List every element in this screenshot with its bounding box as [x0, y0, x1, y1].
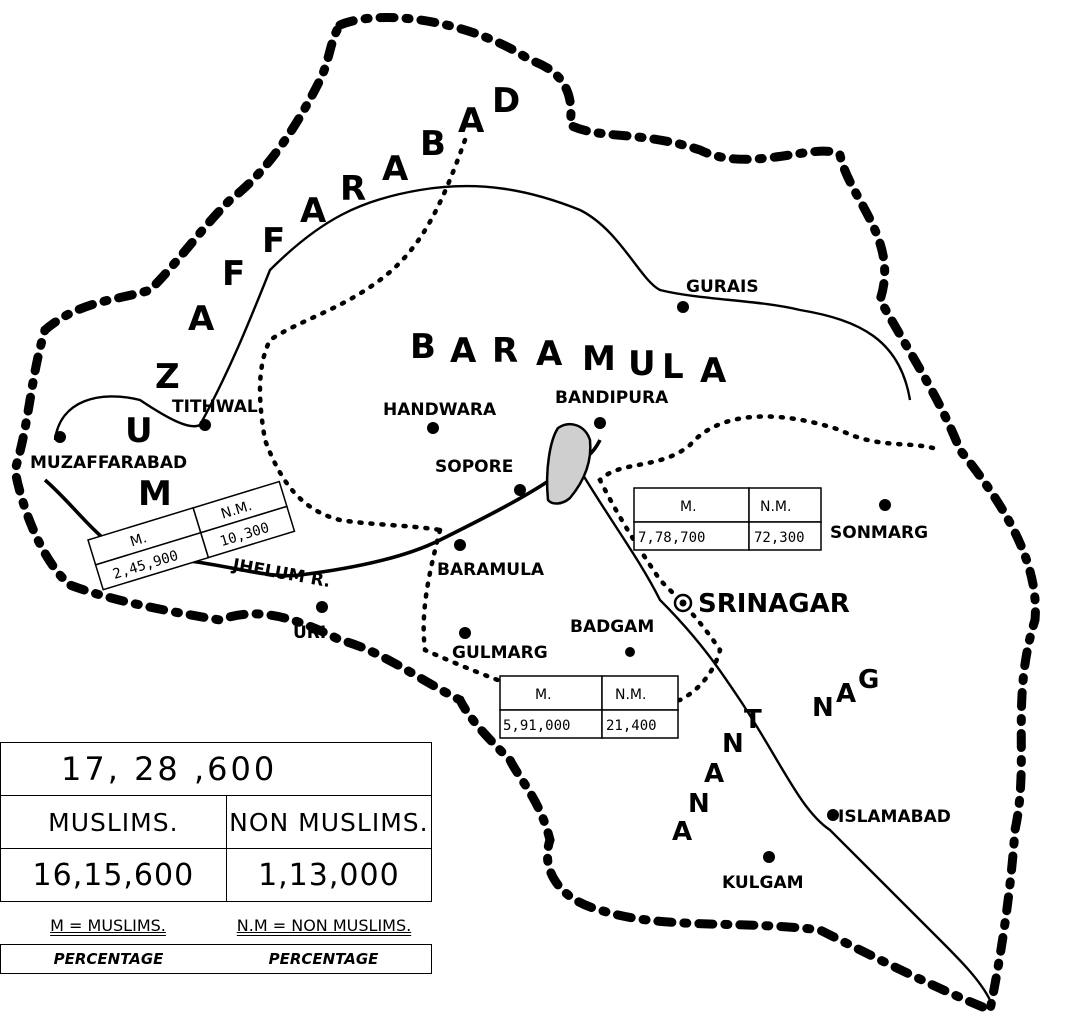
population-summary-legend: 17, 28 ,600 MUSLIMS. NON MUSLIMS. 16,15,… [0, 742, 432, 974]
svg-text:M.: M. [680, 499, 697, 515]
town-marker-sonmarg [879, 499, 891, 511]
legend-percentage-nm: PERCENTAGE [268, 950, 379, 968]
town-marker-baramula [454, 539, 466, 551]
svg-text:T: T [744, 705, 762, 735]
svg-text:A: A [188, 299, 215, 339]
svg-text:U: U [125, 411, 153, 451]
town-label-tithwal: TITHWAL [172, 397, 258, 417]
svg-text:Z: Z [155, 357, 180, 397]
svg-text:G: G [858, 665, 879, 695]
svg-text:M.: M. [535, 687, 552, 703]
svg-text:A: A [700, 351, 727, 391]
svg-text:A: A [382, 149, 409, 189]
town-label-badgam: BADGAM [570, 617, 654, 637]
legend-header-row: MUSLIMS. NON MUSLIMS. [0, 796, 432, 849]
town-marker-bandipura [594, 417, 606, 429]
svg-text:N.M.: N.M. [760, 499, 791, 515]
legend-nm-abbreviation: N.M = NON MUSLIMS. [236, 916, 412, 935]
legend-non-muslims-value: 1,13,000 [225, 849, 431, 901]
town-marker-badgam [625, 647, 635, 657]
svg-text:A: A [672, 817, 692, 847]
legend-percentage-row: PERCENTAGE PERCENTAGE [0, 944, 432, 974]
town-label-bandipura: BANDIPURA [555, 388, 669, 408]
wular-lake [545, 423, 592, 505]
svg-text:5,91,000: 5,91,000 [503, 718, 570, 734]
svg-text:A: A [300, 191, 327, 231]
svg-text:A: A [458, 101, 485, 141]
legend-muslims-value: 16,15,600 [32, 857, 195, 893]
svg-text:A: A [704, 759, 724, 789]
muzaffarabad-baramula-border [257, 137, 468, 533]
town-label-kulgam: KULGAM [722, 873, 804, 893]
population-box-anantnag: M. N.M. 5,91,000 21,400 [499, 675, 679, 739]
town-label-muzaffarabad: MUZAFFARABAD [30, 453, 187, 473]
town-label-gurais: GURAIS [686, 277, 759, 297]
town-marker-gurais [677, 301, 689, 313]
svg-text:F: F [222, 254, 245, 294]
population-box-baramula: M. N.M. 7,78,700 72,300 [633, 487, 822, 551]
town-label-gulmarg: GULMARG [452, 643, 548, 663]
legend-total-row: 17, 28 ,600 [0, 742, 432, 796]
town-marker-tithwal [199, 419, 211, 431]
svg-text:F: F [262, 221, 285, 261]
svg-text:U: U [628, 344, 656, 384]
legend-values-row: 16,15,600 1,13,000 [0, 849, 432, 902]
svg-text:N.M.: N.M. [615, 687, 646, 703]
svg-text:N: N [812, 693, 834, 723]
region-label-baramula: B A R A M U L A [410, 327, 727, 391]
legend-muslims-header: MUSLIMS. [48, 807, 179, 837]
town-label-handwara: HANDWARA [383, 400, 497, 420]
svg-text:M.: M. [128, 530, 148, 550]
svg-text:N: N [722, 729, 744, 759]
svg-text:A: A [450, 331, 477, 371]
town-marker-uri [316, 601, 328, 613]
svg-text:B: B [410, 327, 436, 367]
legend-non-muslims-header: NON MUSLIMS. [225, 796, 431, 848]
svg-text:L: L [662, 347, 684, 387]
town-marker-kulgam [763, 851, 775, 863]
town-label-islamabad: ISLAMABAD [838, 807, 951, 827]
state-boundary [10, 13, 1040, 1017]
svg-text:A: A [836, 679, 856, 709]
town-label-srinagar: SRINAGAR [698, 589, 850, 619]
svg-text:D: D [492, 81, 520, 121]
svg-text:M: M [582, 339, 616, 379]
region-label-muzaffarabad: M U Z A F F A R A B A D [125, 81, 520, 514]
town-marker-sopore [514, 484, 526, 496]
svg-text:7,78,700: 7,78,700 [638, 530, 705, 546]
population-box-muzaffarabad: M. N.M. 2,45,900 10,300 [87, 480, 296, 591]
town-marker-handwara [427, 422, 439, 434]
town-label-sopore: SOPORE [435, 457, 513, 477]
town-label-uri: URI [293, 623, 326, 643]
town-marker-muzaffarabad [54, 431, 66, 443]
northern-river [53, 184, 912, 441]
river-label-jhelum: JHELUM R. [230, 555, 332, 592]
svg-text:A: A [536, 334, 563, 374]
srinagar-center-dot [679, 599, 687, 607]
legend-total-value: 17, 28 ,600 [61, 750, 278, 788]
svg-text:N: N [688, 789, 710, 819]
town-label-sonmarg: SONMARG [830, 523, 928, 543]
svg-text:R: R [340, 169, 366, 209]
legend-m-abbreviation: M = MUSLIMS. [50, 916, 166, 935]
svg-text:21,400: 21,400 [606, 718, 657, 734]
town-label-baramula: BARAMULA [437, 560, 545, 580]
svg-text:72,300: 72,300 [754, 530, 805, 546]
legend-abbreviations: M = MUSLIMS. N.M = NON MUSLIMS. [0, 902, 432, 944]
svg-text:B: B [420, 124, 446, 164]
town-marker-islamabad [827, 809, 839, 821]
region-label-anantnag: A N A N T N A G [672, 665, 879, 847]
svg-text:M: M [138, 474, 172, 514]
town-marker-gulmarg [459, 627, 471, 639]
legend-percentage-m: PERCENTAGE [53, 950, 164, 968]
svg-text:R: R [492, 331, 518, 371]
southern-river [578, 469, 992, 1001]
